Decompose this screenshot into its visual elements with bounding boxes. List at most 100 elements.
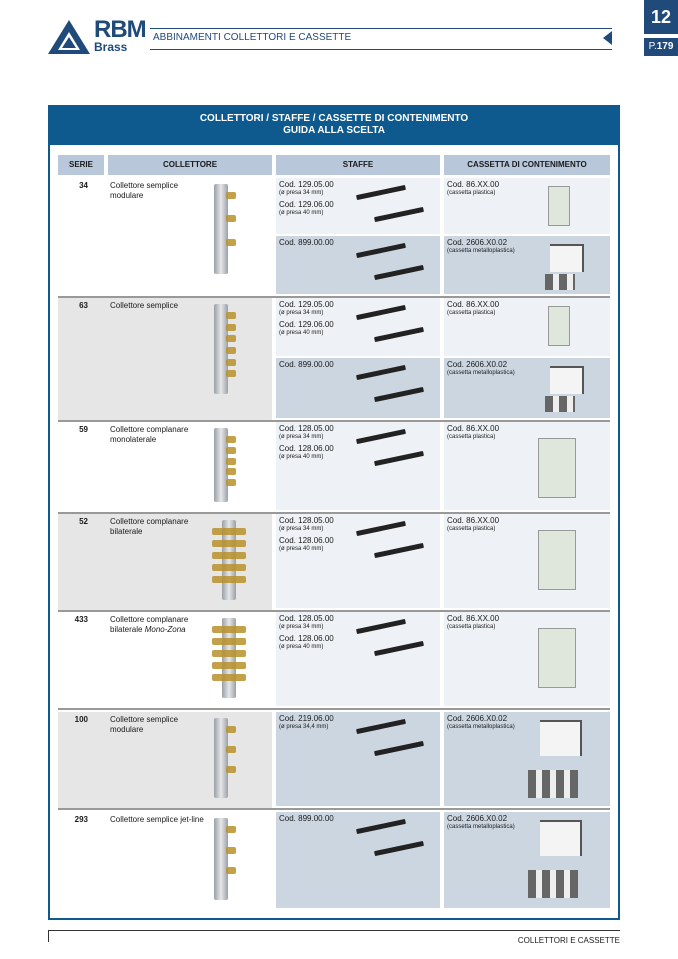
collettore-name: Collettore semplice modulare — [110, 181, 210, 201]
cassetta-cell — [444, 812, 610, 908]
row-left-bg — [58, 298, 272, 420]
staffe-note: (ø presa 34 mm) — [279, 190, 324, 196]
plastic-box-image — [538, 530, 576, 590]
row-divider — [58, 708, 610, 710]
staffe-code: Cod. 129.06.00 — [279, 320, 334, 329]
manifold-outlet — [226, 726, 236, 733]
header-frame — [150, 28, 612, 50]
staffe-note: (ø presa 34 mm) — [279, 434, 324, 440]
collettore-text: Collettore complanare bilaterale — [110, 517, 189, 536]
cassetta-note: (cassetta metalloplastica) — [447, 248, 515, 254]
plastic-box-image — [538, 438, 576, 498]
collettore-name: Collettore complanare monolaterale — [110, 425, 210, 445]
table-title: COLLETTORI / STAFFE / CASSETTE DI CONTEN… — [48, 105, 620, 145]
cassetta-code: Cod. 86.XX.00 — [447, 180, 500, 189]
col-cassetta: CASSETTA DI CONTENIMENTO — [444, 155, 610, 175]
manifold-outlet — [212, 564, 246, 571]
manifold-outlet — [226, 238, 236, 246]
manifold-image — [214, 818, 228, 900]
staffe-note: (ø presa 40 mm) — [279, 644, 324, 650]
box-detail-image — [528, 870, 578, 898]
manifold-outlet — [226, 335, 236, 343]
section-title: ABBINAMENTI COLLETTORI E CASSETTE — [153, 32, 352, 43]
collettore-text: Collettore complanare bilaterale — [110, 615, 189, 634]
cassetta-cell — [444, 712, 610, 806]
manifold-outlet — [226, 436, 236, 443]
cassetta-code: Cod. 2606.X0.02 — [447, 714, 508, 723]
page-num: 179 — [656, 41, 674, 52]
staffe-code: Cod. 899.00.00 — [279, 360, 334, 369]
serie-number: 52 — [79, 517, 88, 526]
staffe-code: Cod. 128.06.00 — [279, 536, 334, 545]
page-number: P.179 — [644, 38, 678, 56]
chapter-number: 12 — [644, 0, 678, 34]
plastic-box-image — [538, 628, 576, 688]
footer-text: COLLETTORI E CASSETTE — [517, 936, 620, 945]
manifold-image — [214, 184, 228, 274]
row-left-bg — [58, 812, 272, 910]
staffe-code: Cod. 128.05.00 — [279, 516, 334, 525]
staffe-cell — [276, 178, 440, 234]
serie-number: 100 — [74, 715, 88, 724]
footer-tick — [48, 930, 49, 942]
staffe-note: (ø presa 34 mm) — [279, 310, 324, 316]
metal-box-image — [540, 720, 582, 756]
page-prefix: P. — [648, 41, 657, 52]
col-collettore: COLLETTORE — [108, 155, 272, 175]
manifold-outlet — [226, 323, 236, 331]
row-left-bg — [58, 712, 272, 808]
row-divider — [58, 420, 610, 422]
cassetta-note: (cassetta plastica) — [447, 624, 496, 630]
box-detail-image — [545, 274, 575, 290]
staffe-cell — [276, 422, 440, 510]
manifold-outlet — [226, 215, 236, 223]
cassetta-code: Cod. 86.XX.00 — [447, 614, 500, 623]
serie-number: 34 — [79, 181, 88, 190]
staffe-code: Cod. 129.05.00 — [279, 180, 334, 189]
staffe-code: Cod. 899.00.00 — [279, 814, 334, 823]
manifold-outlet — [226, 746, 236, 753]
manifold-outlet — [226, 867, 236, 875]
manifold-outlet — [212, 552, 246, 559]
manifold-outlet — [226, 457, 236, 465]
manifold-outlet — [226, 479, 236, 487]
title-line1: COLLETTORI / STAFFE / CASSETTE DI CONTEN… — [199, 113, 469, 124]
staffe-code: Cod. 128.05.00 — [279, 424, 334, 433]
staffe-note: (ø presa 40 mm) — [279, 210, 324, 216]
cassetta-code: Cod. 86.XX.00 — [447, 516, 500, 525]
manifold-outlet — [212, 540, 246, 547]
cassetta-cell — [444, 422, 610, 510]
logo-subtext: Brass — [94, 40, 128, 54]
row-divider — [58, 808, 610, 810]
collettore-text: Collettore complanare monolaterale — [110, 425, 189, 444]
row-divider — [58, 296, 610, 298]
manifold-outlet — [226, 846, 236, 854]
collettore-name: Collettore complanare bilaterale Mono-Zo… — [110, 615, 210, 635]
serie-number: 63 — [79, 301, 88, 310]
cassetta-cell — [444, 612, 610, 706]
manifold-image — [214, 428, 228, 502]
staffe-cell — [276, 236, 440, 294]
title-line2: GUIDA ALLA SCELTA — [283, 125, 385, 136]
box-detail-image — [545, 396, 575, 412]
cassetta-cell — [444, 514, 610, 608]
row-divider — [58, 610, 610, 612]
collettore-text: Collettore semplice modulare — [110, 715, 179, 734]
rbm-logo-icon — [48, 20, 90, 54]
row-divider — [58, 512, 610, 514]
staffe-note: (ø presa 40 mm) — [279, 454, 324, 460]
staffe-code: Cod. 128.06.00 — [279, 444, 334, 453]
plastic-box-image — [548, 306, 570, 346]
box-detail-image — [528, 770, 578, 798]
cassetta-code: Cod. 86.XX.00 — [447, 300, 500, 309]
row-left-bg — [58, 178, 272, 296]
staffe-note: (ø presa 40 mm) — [279, 330, 324, 336]
manifold-outlet — [226, 192, 236, 199]
cassetta-cell — [444, 298, 610, 356]
manifold-outlet — [212, 674, 246, 681]
manifold-outlet — [226, 312, 236, 319]
manifold-outlet — [226, 468, 236, 476]
metal-box-image — [540, 820, 582, 856]
arrow-left-icon — [603, 31, 612, 45]
manifold-image — [214, 718, 228, 798]
